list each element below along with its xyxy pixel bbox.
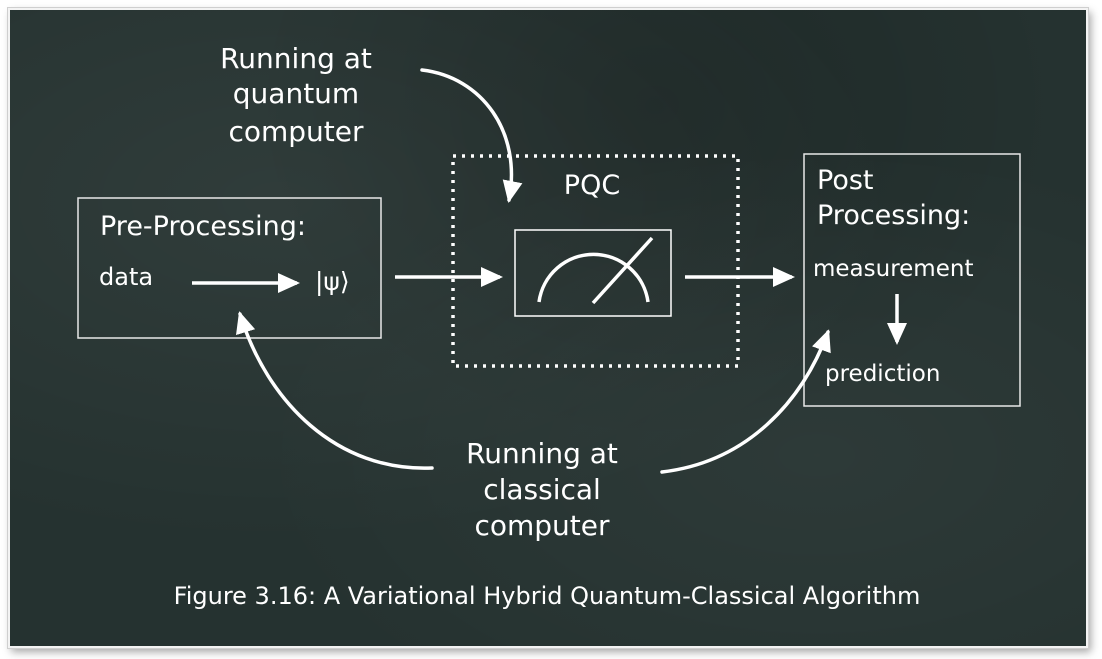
pqc-box: PQC bbox=[451, 154, 740, 368]
measurement-meter-icon bbox=[514, 229, 672, 317]
pqc-title: PQC bbox=[564, 170, 620, 201]
classical-note: Running at classical computer bbox=[466, 437, 618, 542]
diagram-canvas: Running at quantum computer Pre-Processi… bbox=[77, 42, 1021, 610]
psi-state-label: |ψ⟩ bbox=[315, 267, 350, 296]
quantum-note-arrow bbox=[420, 68, 523, 203]
quantum-note: Running at quantum computer bbox=[220, 42, 372, 148]
figure-caption: Figure 3.16: A Variational Hybrid Quantu… bbox=[174, 582, 921, 610]
classical-to-preprocessing-arrow bbox=[236, 311, 434, 470]
postprocessing-title-line-1: Post bbox=[817, 165, 874, 196]
preprocessing-title: Pre-Processing: bbox=[100, 211, 306, 242]
quantum-note-line-3: computer bbox=[228, 115, 364, 148]
data-label: data bbox=[99, 263, 153, 291]
classical-note-line-2: classical bbox=[483, 473, 601, 506]
pqc-dotted-frame bbox=[451, 154, 740, 368]
chalkboard: Running at quantum computer Pre-Processi… bbox=[8, 8, 1088, 648]
classical-to-postprocessing-arrow bbox=[660, 329, 831, 474]
meter-arc bbox=[537, 252, 650, 303]
postprocessing-box: Post Processing: measurement prediction bbox=[803, 153, 1021, 407]
prediction-label: prediction bbox=[825, 361, 940, 387]
meter-frame bbox=[514, 229, 672, 317]
classical-note-line-1: Running at bbox=[466, 437, 618, 470]
quantum-note-line-2: quantum bbox=[233, 77, 359, 110]
preprocessing-box: Pre-Processing: data |ψ⟩ bbox=[77, 197, 382, 339]
preprocessing-frame bbox=[77, 197, 382, 339]
classical-note-line-3: computer bbox=[474, 509, 610, 542]
postprocessing-title-line-2: Processing: bbox=[817, 200, 970, 231]
meter-needle bbox=[591, 236, 654, 305]
postprocessing-frame bbox=[803, 153, 1021, 407]
measurement-label: measurement bbox=[813, 256, 973, 282]
quantum-note-line-1: Running at bbox=[220, 42, 372, 75]
